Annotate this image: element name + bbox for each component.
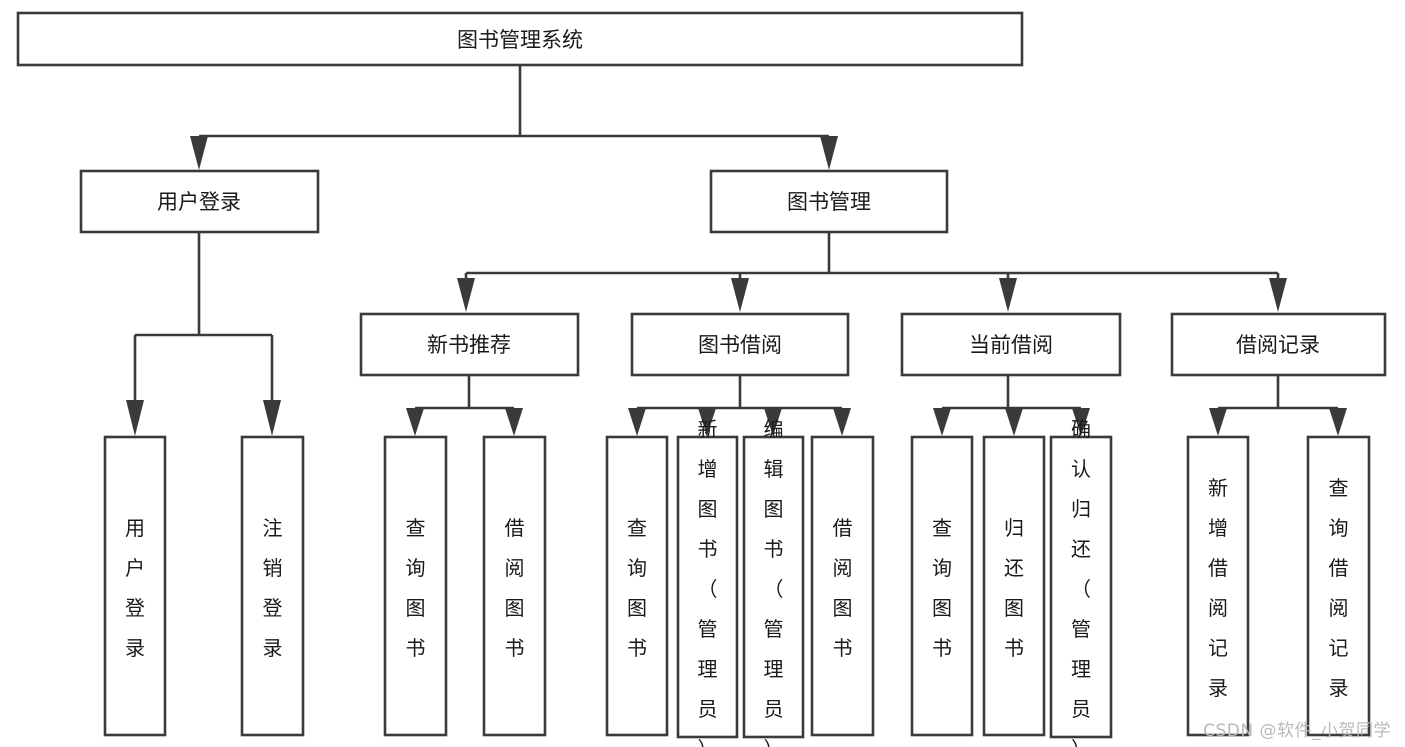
leaf-query-borrow-record-box[interactable] [1306, 435, 1371, 737]
arrow-head-new-book-rec [457, 278, 475, 312]
arrow-head-borrow-record [1269, 278, 1287, 312]
leaf-add-book-admin-box[interactable] [676, 435, 739, 739]
node-current-borrow-label: 当前借阅 [969, 333, 1053, 357]
node-current-borrow[interactable]: 当前借阅 [900, 312, 1122, 377]
leaf-node-layer: 用户登录 注销登录 查询图书 借阅图书 查询图书 新增图书（管理员） 编辑图书（管理员） 借阅… [103, 417, 1371, 747]
arrow-head-leaf-query-book-borrow [628, 408, 646, 436]
node-book-borrow[interactable]: 图书借阅 [630, 312, 850, 377]
node-borrow-record-box[interactable] [1170, 312, 1387, 377]
connector-group-root [190, 65, 838, 170]
leaf-borrow-book-rec[interactable]: 借阅图书 [482, 435, 547, 737]
leaf-borrow-book[interactable]: 借阅图书 [810, 435, 875, 737]
arrow-head-leaf-borrow-book-rec [505, 408, 523, 436]
leaf-query-book-current-label: 查询图书 [932, 516, 952, 660]
node-book-borrow-box[interactable] [630, 312, 850, 377]
connector-group-borrow-record [1209, 375, 1347, 436]
connector-group-new-book-rec [406, 375, 523, 436]
leaf-query-book-borrow[interactable]: 查询图书 [605, 435, 669, 737]
leaf-borrow-book-rec-label: 借阅图书 [505, 516, 525, 660]
leaf-confirm-return-admin[interactable]: 确认归还（管理员） [1049, 417, 1113, 747]
leaf-query-book-rec-box[interactable] [383, 435, 448, 737]
node-root-box[interactable] [16, 11, 1024, 67]
leaf-borrow-book-box[interactable] [810, 435, 875, 737]
arrow-head-leaf-add-borrow-record [1209, 408, 1227, 436]
leaf-add-borrow-record-box[interactable] [1186, 435, 1250, 737]
leaf-logout-login-label: 注销登录 [263, 516, 283, 660]
arrow-head-leaf-edit-book-admin [764, 408, 782, 436]
leaf-add-book-admin-label: 新增图书（管理员） [698, 417, 718, 747]
leaf-query-borrow-record-label: 查询借阅记录 [1329, 476, 1349, 700]
arrow-head-leaf-query-book-current [933, 408, 951, 436]
leaf-query-book-rec[interactable]: 查询图书 [383, 435, 448, 737]
arrow-head-leaf-query-borrow-record [1329, 408, 1347, 436]
node-root-label: 图书管理系统 [457, 28, 583, 52]
node-user-login-label: 用户登录 [157, 190, 241, 214]
arrow-head-leaf-borrow-book [833, 408, 851, 436]
leaf-add-borrow-record[interactable]: 新增借阅记录 [1186, 435, 1250, 737]
leaf-user-login-label: 用户登录 [125, 516, 145, 660]
arrow-head-leaf-confirm-return-admin [1072, 408, 1090, 436]
leaf-query-book-borrow-box[interactable] [605, 435, 669, 737]
leaf-confirm-return-admin-label: 确认归还（管理员） [1071, 417, 1091, 747]
leaf-return-book[interactable]: 归还图书 [982, 435, 1046, 737]
node-new-book-rec-label: 新书推荐 [427, 333, 511, 357]
leaf-borrow-book-label: 借阅图书 [833, 516, 853, 660]
connector-group-book-borrow [628, 375, 851, 436]
arrow-head-leaf-user-login [126, 400, 144, 436]
leaf-query-book-current[interactable]: 查询图书 [910, 435, 974, 737]
leaf-add-book-admin[interactable]: 新增图书（管理员） [676, 417, 739, 747]
arrow-head-bookmanage [820, 136, 838, 170]
leaf-edit-book-admin-label: 编辑图书（管理员） [764, 417, 784, 747]
leaf-user-login[interactable]: 用户登录 [103, 435, 167, 737]
leaf-logout-login-box[interactable] [240, 435, 305, 737]
leaf-borrow-book-rec-box[interactable] [482, 435, 547, 737]
node-book-manage[interactable]: 图书管理 [709, 169, 949, 234]
leaf-confirm-return-admin-box[interactable] [1049, 435, 1113, 739]
node-root[interactable]: 图书管理系统 [16, 11, 1024, 67]
csdn-watermark: CSDN @软件_小贺同学 [1203, 721, 1391, 741]
node-book-manage-label: 图书管理 [787, 190, 871, 214]
arrow-head-userlogin [190, 136, 208, 170]
leaf-query-book-current-box[interactable] [910, 435, 974, 737]
leaf-query-book-borrow-label: 查询图书 [627, 516, 647, 660]
arrow-head-leaf-query-book-rec [406, 408, 424, 436]
node-book-borrow-label: 图书借阅 [698, 333, 782, 357]
leaf-edit-book-admin[interactable]: 编辑图书（管理员） [742, 417, 805, 747]
leaf-logout-login[interactable]: 注销登录 [240, 435, 305, 737]
leaf-query-borrow-record[interactable]: 查询借阅记录 [1306, 435, 1371, 737]
node-borrow-record[interactable]: 借阅记录 [1170, 312, 1387, 377]
arrow-head-current-borrow [999, 278, 1017, 312]
arrow-head-book-borrow [731, 278, 749, 312]
node-new-book-rec[interactable]: 新书推荐 [359, 312, 580, 377]
leaf-add-borrow-record-label: 新增借阅记录 [1208, 476, 1228, 700]
leaf-query-book-rec-label: 查询图书 [406, 516, 426, 660]
node-current-borrow-box[interactable] [900, 312, 1122, 377]
connector-group-user-login [126, 232, 281, 436]
arrow-head-leaf-add-book-admin [698, 408, 716, 436]
connector-group-current-borrow [933, 375, 1090, 436]
node-borrow-record-label: 借阅记录 [1236, 333, 1320, 357]
leaf-edit-book-admin-box[interactable] [742, 435, 805, 739]
arrow-head-leaf-return-book [1005, 408, 1023, 436]
node-user-login[interactable]: 用户登录 [79, 169, 320, 234]
connector-group-book-manage [457, 232, 1287, 312]
leaf-return-book-box[interactable] [982, 435, 1046, 737]
node-book-manage-box[interactable] [709, 169, 949, 234]
leaf-return-book-label: 归还图书 [1004, 516, 1024, 660]
node-new-book-rec-box[interactable] [359, 312, 580, 377]
arrow-head-leaf-logout-login [263, 400, 281, 436]
leaf-user-login-box[interactable] [103, 435, 167, 737]
node-user-login-box[interactable] [79, 169, 320, 234]
